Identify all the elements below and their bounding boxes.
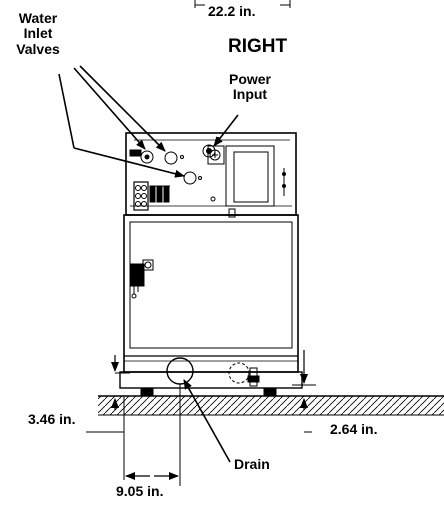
view-name-label: RIGHT <box>228 36 288 57</box>
drain-offset-label: 9.05 in. <box>116 483 164 499</box>
floor-hatch <box>98 395 444 416</box>
lower-panel-valve <box>129 259 154 299</box>
power-input-label: Power Input <box>218 71 282 103</box>
right-height-label: 2.64 in. <box>330 421 378 437</box>
drain-offset-dimension <box>125 384 181 486</box>
power-input-label-line-2: Input <box>232 86 268 103</box>
water-inlet-leaders <box>58 65 185 178</box>
top-width-dimension <box>194 0 291 8</box>
drain-leader <box>183 379 231 463</box>
upper-panel-details <box>129 137 286 218</box>
power-input-leader <box>213 114 239 147</box>
drain-label: Drain <box>234 456 270 472</box>
water-inlet-label-line-3: Valves <box>16 40 60 57</box>
machine-cabinet <box>119 132 303 397</box>
water-inlet-label-line-2: Inlet <box>23 25 53 42</box>
power-input-label-line-1: Power <box>228 71 271 87</box>
right-height-dimension <box>292 350 316 433</box>
left-height-label: 3.46 in. <box>28 411 76 427</box>
water-inlet-label-line-1: Water <box>18 10 58 26</box>
left-height-dimension <box>86 355 130 480</box>
water-inlet-valves-label: Water Inlet Valves <box>6 10 70 57</box>
top-width-label: 22.2 in. <box>208 3 256 19</box>
